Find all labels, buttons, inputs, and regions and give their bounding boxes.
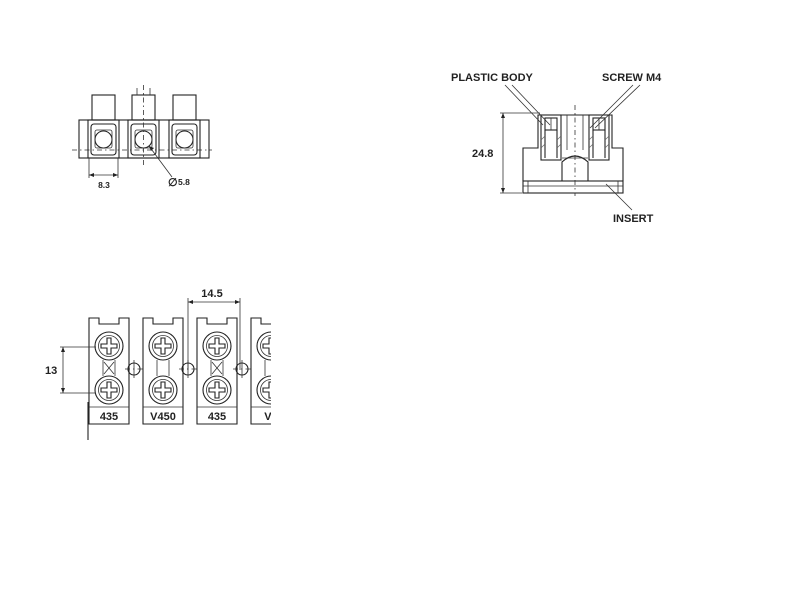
screw-head-icon bbox=[94, 375, 124, 405]
callout-screw-label: SCREW M4 bbox=[602, 72, 662, 84]
terminal-label: V450 bbox=[150, 411, 176, 423]
top-view: 435 V450 435 V4 14.5 13 bbox=[45, 288, 278, 440]
screw-head-icon bbox=[148, 375, 178, 405]
section-screw-right bbox=[588, 114, 610, 161]
dimension-height-label: 24.8 bbox=[472, 148, 493, 160]
dimension-hole-diameter: ∅ 5.8 bbox=[148, 145, 190, 189]
screw-head-icon bbox=[202, 375, 232, 405]
dimension-row-spacing-label: 13 bbox=[45, 365, 57, 377]
dimension-row-spacing: 13 bbox=[45, 346, 96, 394]
terminal-block-3: 435 bbox=[196, 317, 238, 425]
screw-head-icon bbox=[256, 375, 271, 405]
front-body-outline bbox=[78, 119, 210, 159]
callout-insert-label: INSERT bbox=[613, 213, 654, 225]
dimension-hole-diameter-label: 5.8 bbox=[178, 177, 190, 187]
mounting-hole-icon bbox=[233, 360, 251, 378]
callout-plastic-body: PLASTIC BODY bbox=[451, 72, 551, 126]
terminal-label: 435 bbox=[100, 411, 118, 423]
section-view: 24.8 PLASTIC BODY SCREW M4 INSERT bbox=[451, 72, 662, 225]
terminal-block-2: V450 bbox=[142, 317, 184, 425]
dimension-height: 24.8 bbox=[472, 112, 540, 194]
screw-head-icon bbox=[148, 331, 178, 361]
callout-insert: INSERT bbox=[605, 183, 654, 225]
dimension-pitch-bottom-label: 14.5 bbox=[201, 288, 222, 300]
callout-plastic-body-label: PLASTIC BODY bbox=[451, 72, 534, 84]
front-terminal-2 bbox=[127, 85, 160, 165]
screw-head-icon bbox=[94, 331, 124, 361]
front-terminal-3 bbox=[168, 94, 201, 159]
terminal-label: 435 bbox=[208, 411, 226, 423]
terminal-block-1: 435 bbox=[88, 317, 130, 425]
dimension-pitch-bottom: 14.5 bbox=[187, 288, 241, 370]
dimension-pitch-top: 8.3 bbox=[88, 158, 119, 190]
mounting-hole-icon bbox=[125, 360, 143, 378]
terminal-strip: 435 V450 435 V4 bbox=[88, 317, 278, 425]
diameter-symbol: ∅ bbox=[168, 177, 178, 189]
screw-head-icon bbox=[256, 331, 271, 361]
section-body-outline bbox=[522, 114, 624, 181]
front-view: 8.3 ∅ 5.8 bbox=[72, 85, 212, 190]
dimension-pitch-top-label: 8.3 bbox=[98, 180, 110, 190]
terminal-label: V4 bbox=[264, 411, 278, 423]
section-screw-left bbox=[540, 114, 562, 161]
callout-screw: SCREW M4 bbox=[589, 72, 662, 129]
terminal-block-4: V4 bbox=[250, 317, 278, 425]
front-terminal-1 bbox=[87, 94, 120, 159]
screw-head-icon bbox=[202, 331, 232, 361]
section-base bbox=[522, 180, 624, 194]
